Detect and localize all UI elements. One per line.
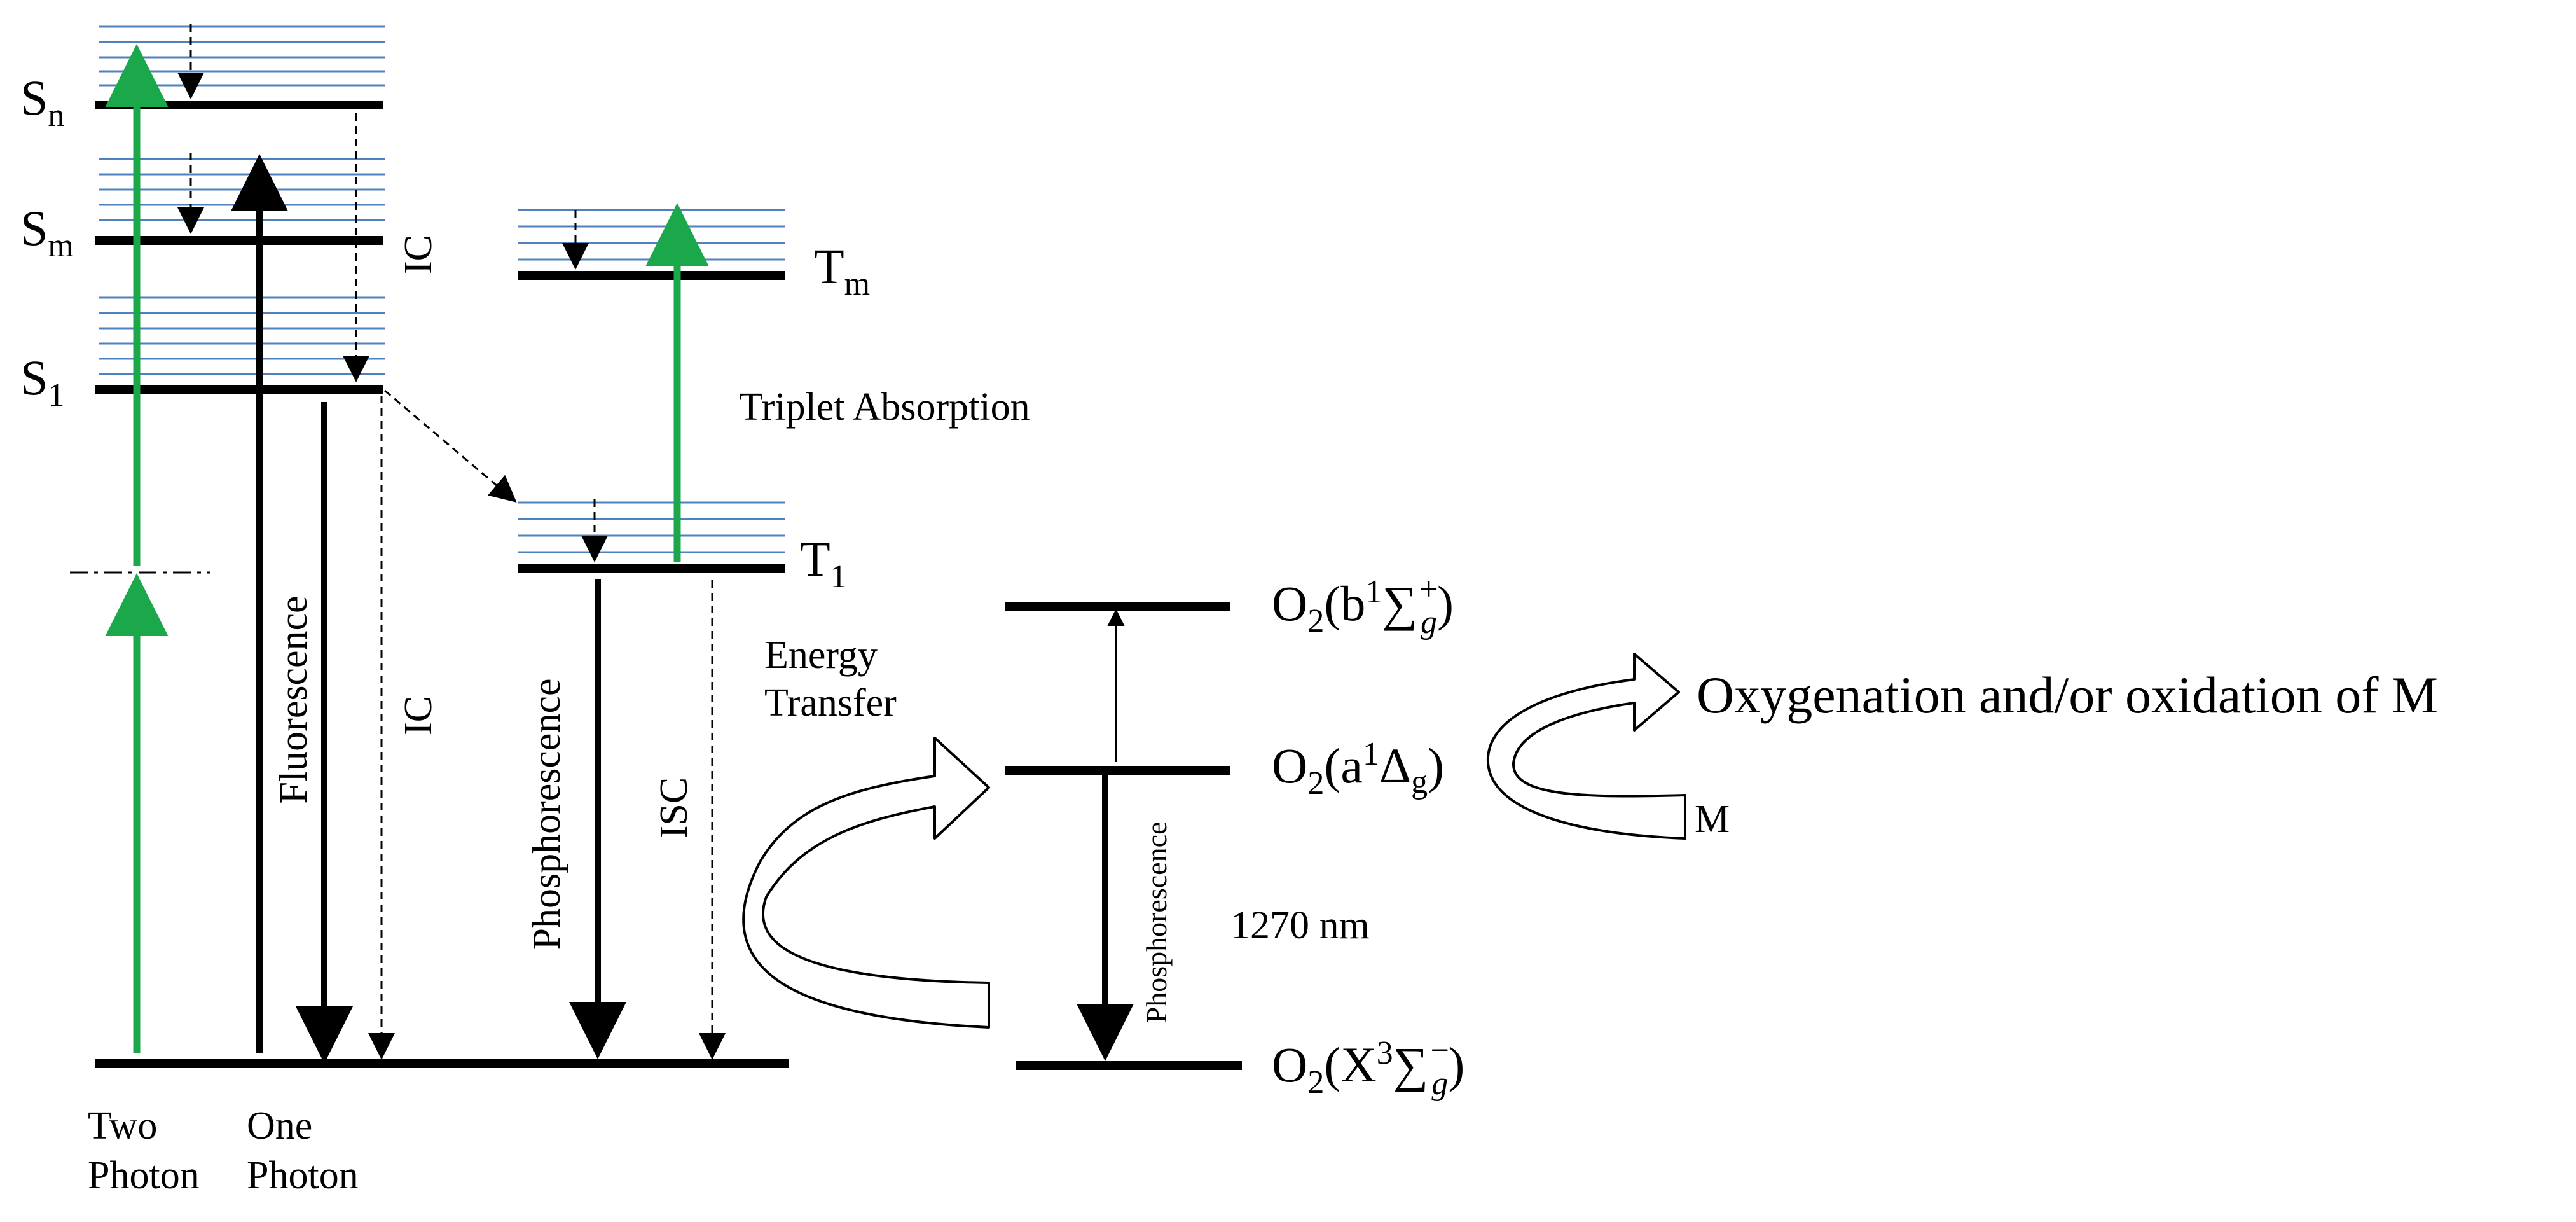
level-o2-b — [1005, 602, 1230, 611]
label-tm: Tm — [814, 239, 870, 302]
label-one-photon-2: Photon — [247, 1154, 359, 1197]
level-t1 — [518, 564, 785, 573]
label-o2-x: O2(X3∑−g) — [1272, 1032, 1464, 1102]
vibrational-levels-s1 — [99, 296, 385, 375]
label-energy-transfer-1: Energy — [764, 634, 878, 677]
vibrational-levels-t1 — [518, 501, 785, 553]
level-sm — [95, 236, 383, 245]
level-o2-a — [1005, 766, 1230, 775]
energy-transfer-curved-arrow — [742, 737, 990, 1029]
label-phosphorescence: Phosphorescence — [525, 679, 568, 950]
label-s1: S1 — [20, 350, 64, 413]
label-oxygenation: Oxygenation and/or oxidation of M — [1697, 666, 2438, 724]
label-sm: Sm — [20, 200, 74, 264]
label-ic-upper: IC — [397, 235, 440, 274]
label-substrate: M — [1695, 798, 1730, 841]
vibrational-levels-sm — [99, 158, 385, 221]
label-ic-lower: IC — [397, 696, 440, 735]
label-sn: Sn — [20, 70, 64, 134]
label-t1: T1 — [800, 531, 847, 595]
vibrational-levels-tm — [518, 209, 785, 261]
relaxation-arrows — [177, 24, 726, 1060]
level-s1 — [95, 385, 383, 394]
label-two-photon-2: Photon — [88, 1154, 200, 1197]
vibrational-levels-sn — [99, 25, 385, 87]
label-o2-phosphorescence: Phosphorescence — [1140, 822, 1173, 1024]
label-o2-a: O2(a1Δg) — [1272, 736, 1444, 802]
label-o2-b: O2(b1∑+g) — [1272, 571, 1454, 641]
level-tm — [518, 271, 785, 280]
label-two-photon-1: Two — [88, 1104, 157, 1148]
label-fluorescence: Fluorescence — [272, 595, 315, 803]
level-o2-x — [1016, 1061, 1242, 1070]
label-isc: ISC — [652, 777, 696, 838]
label-energy-transfer-2: Transfer — [764, 681, 897, 725]
label-one-photon-1: One — [247, 1104, 312, 1148]
label-triplet-absorption: Triplet Absorption — [739, 385, 1030, 429]
oxygenation-curved-arrow — [1486, 653, 1686, 840]
label-wavelength: 1270 nm — [1230, 904, 1370, 947]
level-s0 — [95, 1059, 789, 1068]
